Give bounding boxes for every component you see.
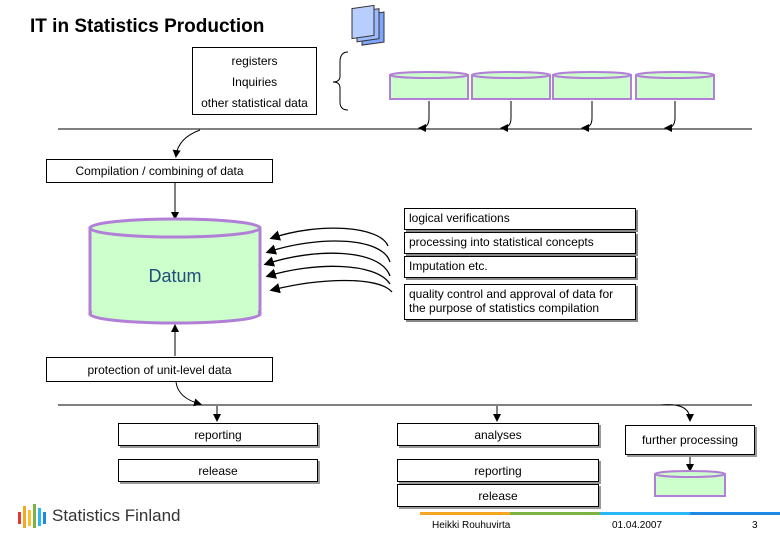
source-registers: registers xyxy=(231,54,278,68)
compilation-box: Compilation / combining of data xyxy=(46,159,273,183)
verification-arrows xyxy=(263,227,393,294)
source-inquiries: Inquiries xyxy=(231,75,278,89)
verification-imputation: Imputation etc. xyxy=(404,256,636,278)
datum-cylinder xyxy=(88,217,262,325)
protection-box: protection of unit-level data xyxy=(46,357,273,382)
output-analyses: analyses xyxy=(397,423,599,446)
arrow-to-compilation xyxy=(172,129,201,158)
footer-author: Heikki Rouhuvirta xyxy=(432,520,511,531)
verification-processing: processing into statistical concepts xyxy=(404,232,636,254)
output-release-1: release xyxy=(118,459,318,482)
source-cylinders xyxy=(389,71,715,100)
sources-box: registers Inquiries other statistical da… xyxy=(192,47,317,115)
verification-quality: quality control and approval of data for… xyxy=(404,284,636,320)
footer-date: 01.04.2007 xyxy=(612,520,663,531)
arrow-to-further xyxy=(659,404,694,422)
output-reporting-1: reporting xyxy=(118,423,318,446)
brace xyxy=(332,51,349,111)
verification-logical: logical verifications xyxy=(404,208,636,230)
output-further-processing: further processing xyxy=(625,425,755,455)
logo-text: Statistics Finland xyxy=(52,506,181,525)
page-title: IT in Statistics Production xyxy=(30,16,265,37)
arrow-to-separator-bottom xyxy=(175,381,202,407)
output-release-2: release xyxy=(397,484,599,507)
source-hooks xyxy=(418,101,676,132)
footer-color-bar xyxy=(420,512,780,515)
documents-icon xyxy=(351,4,385,46)
datum-label: Datum xyxy=(148,266,202,286)
output-cylinder xyxy=(654,470,726,497)
footer-page-number: 3 xyxy=(752,520,758,531)
statistics-finland-logo-mark xyxy=(18,504,46,528)
output-reporting-2: reporting xyxy=(397,459,599,482)
source-other-data: other statistical data xyxy=(201,96,308,110)
